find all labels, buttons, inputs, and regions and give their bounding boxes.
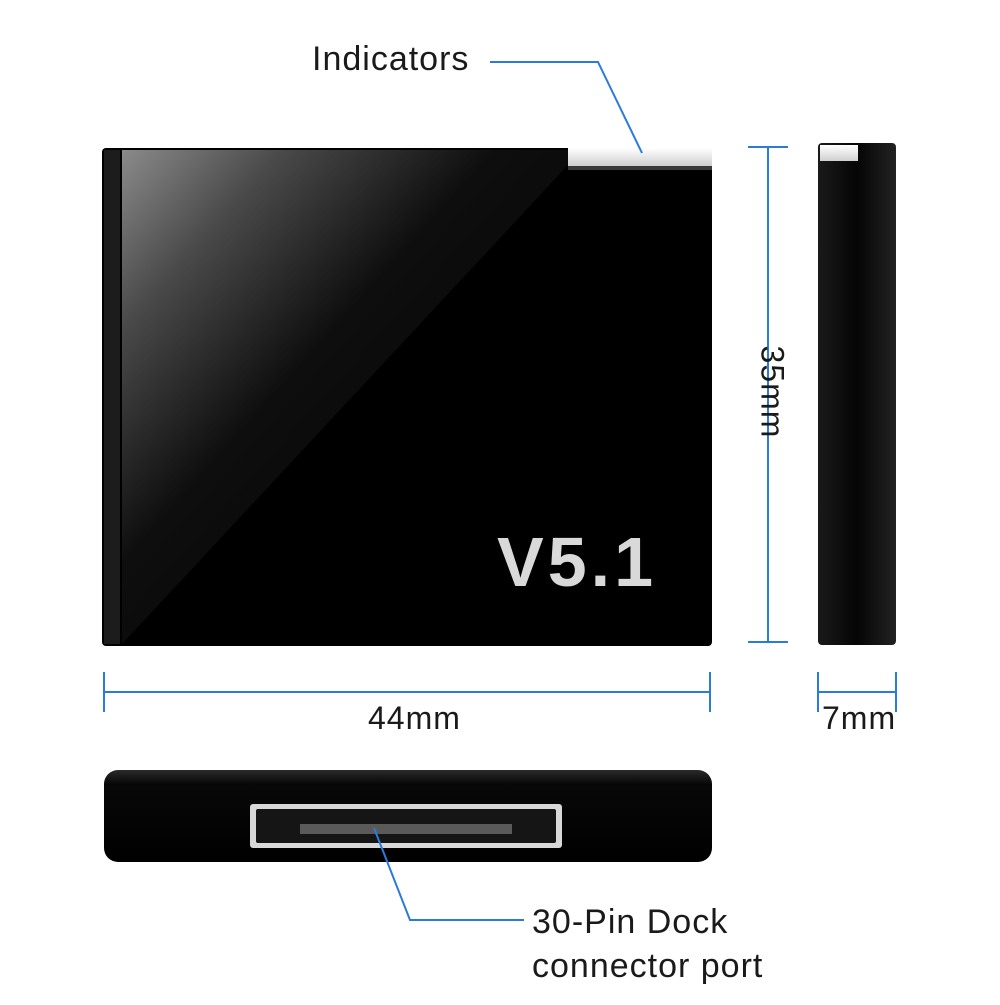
indicator-strip bbox=[568, 148, 712, 166]
indicators-label: Indicators bbox=[312, 40, 470, 78]
connector-label-line1: 30-Pin Dock bbox=[532, 903, 729, 941]
annotation-lines bbox=[103, 61, 897, 921]
depth-dimension-label: 7mm bbox=[822, 700, 897, 736]
version-label: V5.1 bbox=[497, 523, 657, 601]
indicators-leader-line bbox=[490, 61, 643, 154]
width-dimension-label: 44mm bbox=[368, 700, 461, 736]
device-side-view bbox=[818, 143, 896, 645]
connector-leader-line bbox=[373, 827, 524, 921]
connector-label-line2: connector port bbox=[532, 947, 764, 985]
device-front-gloss bbox=[122, 150, 568, 644]
height-dimension-label: 35mm bbox=[754, 345, 791, 439]
device-front-edge bbox=[104, 150, 120, 644]
device-bottom-view bbox=[104, 770, 712, 862]
device-side-body bbox=[818, 143, 896, 645]
device-front-view bbox=[102, 148, 712, 646]
connector-port-label: 30-Pin Dock connector port bbox=[532, 900, 763, 988]
indicator-strip-shadow bbox=[568, 166, 712, 170]
side-indicator-strip bbox=[820, 145, 858, 161]
dock-port-pins bbox=[300, 824, 512, 834]
